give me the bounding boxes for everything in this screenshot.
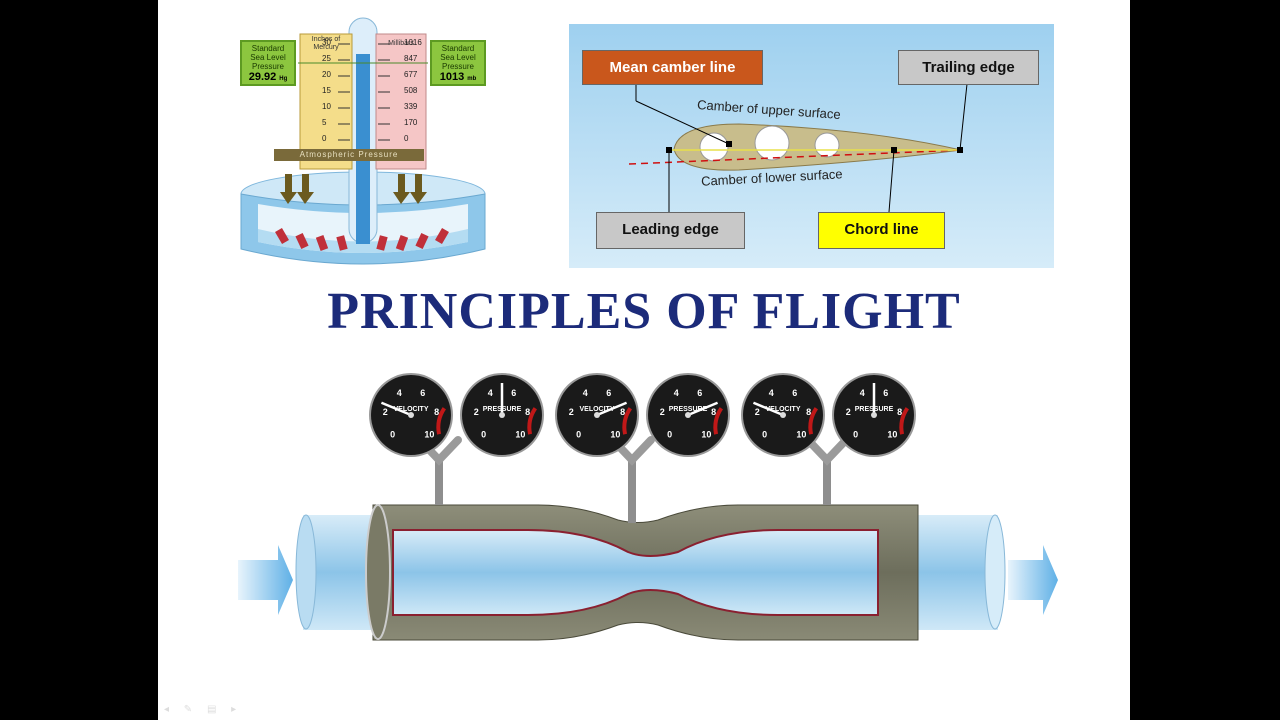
- inches-tick-label: 5: [322, 118, 327, 127]
- gauge-scale-label: 8: [711, 407, 716, 417]
- venturi-illustration: 0246810VELOCITY0246810PRESSURE0246810VEL…: [238, 373, 1058, 641]
- trailing-edge-label: Trailing edge: [898, 50, 1039, 85]
- gauge-scale-label: 4: [674, 388, 679, 398]
- venturi-diagram: 0246810VELOCITY0246810PRESSURE0246810VEL…: [238, 370, 1058, 670]
- inches-tick-label: 15: [322, 86, 331, 95]
- flow-out-arrow: [1008, 545, 1058, 615]
- gauge-scale-label: 8: [620, 407, 625, 417]
- gauge-scale-label: 10: [796, 429, 806, 439]
- gauge-needle: [687, 401, 719, 417]
- gauge-scale-label: 8: [434, 407, 439, 417]
- millibars-tick-label: 0: [404, 134, 409, 143]
- millibars-tick-label: 1016: [404, 38, 422, 47]
- gauge-scale-label: 6: [883, 388, 888, 398]
- gauge-scale-label: 4: [583, 388, 588, 398]
- slide-toolbar-icons: ◂ ✎ ▤ ▸: [164, 704, 243, 715]
- airfoil-illustration: [628, 83, 968, 213]
- gauge-velocity: 0 24 68 10 VELOCITY: [741, 373, 825, 457]
- gauge-label: PRESSURE: [669, 406, 708, 413]
- gauge-scale-label: 0: [390, 429, 395, 439]
- gauge-scale-label: 8: [806, 407, 811, 417]
- gauge-label: VELOCITY: [579, 406, 614, 413]
- gauge-needle: [380, 401, 412, 417]
- gauge-scale-label: 2: [474, 407, 479, 417]
- gauge-scale-label: 2: [569, 407, 574, 417]
- gauge-scale-label: 0: [576, 429, 581, 439]
- gauge-scale-label: 2: [660, 407, 665, 417]
- gauge-scale-label: 6: [420, 388, 425, 398]
- inches-of-mercury-title: Inches of Mercury: [311, 36, 341, 51]
- gauge-velocity: 0 24 68 10 VELOCITY: [369, 373, 453, 457]
- gauge-pressure: 0 24 68 10 PRESSURE: [646, 373, 730, 457]
- pressure-unit: Hg: [279, 76, 288, 82]
- millibars-tick-label: 677: [404, 70, 418, 79]
- gauge-scale-label: 6: [697, 388, 702, 398]
- gauge-scale-label: 4: [397, 388, 402, 398]
- gauge-scale-label: 6: [511, 388, 516, 398]
- barometer-illustration: [240, 17, 486, 265]
- gauge-scale-label: 2: [846, 407, 851, 417]
- gauge-scale-label: 8: [897, 407, 902, 417]
- pressure-unit: mb: [467, 76, 477, 82]
- gauge-label: VELOCITY: [765, 406, 800, 413]
- atmospheric-pressure-band: Atmospheric Pressure: [274, 149, 424, 161]
- millibars-tick-label: 339: [404, 102, 418, 111]
- gauge-scale-label: 6: [606, 388, 611, 398]
- label-line: Sea Level: [440, 53, 476, 62]
- gauge-scale-label: 8: [525, 407, 530, 417]
- gauge-scale-label: 0: [667, 429, 672, 439]
- leading-edge-label: Leading edge: [596, 212, 745, 249]
- inches-tick-label: 30: [322, 38, 331, 47]
- gauge-needle: [752, 401, 784, 417]
- page-title: PRINCIPLES OF FLIGHT: [327, 283, 961, 340]
- millibars-title: Millibars: [388, 40, 414, 47]
- label-line: Standard: [251, 44, 285, 53]
- standard-pressure-mb-label: Standard Sea Level Pressure 1013 mb: [430, 40, 486, 86]
- gauge-scale-label: 4: [488, 388, 493, 398]
- gauge-needle: [596, 401, 628, 417]
- millibars-tick-label: 508: [404, 86, 418, 95]
- gauge-scale-label: 4: [769, 388, 774, 398]
- slide: Standard Sea Level Pressure 29.92 Hg Sta…: [158, 0, 1130, 720]
- chord-line-label: Chord line: [818, 212, 945, 249]
- label-line: Sea Level: [250, 53, 286, 62]
- inches-tick-label: 0: [322, 134, 327, 143]
- gauge-scale-label: 0: [762, 429, 767, 439]
- gauge-scale-label: 4: [860, 388, 865, 398]
- label-line: Pressure: [251, 62, 284, 71]
- millibars-tick-label: 170: [404, 118, 418, 127]
- gauge-scale-label: 10: [610, 429, 620, 439]
- standard-pressure-hg-label: Standard Sea Level Pressure 29.92 Hg: [240, 40, 296, 86]
- flow-in-arrow: [238, 545, 293, 615]
- inches-tick-label: 20: [322, 70, 331, 79]
- mean-camber-line-label: Mean camber line: [582, 50, 763, 85]
- inches-tick-label: 25: [322, 54, 331, 63]
- airfoil-diagram: Mean camber line Trailing edge Leading e…: [569, 24, 1054, 268]
- gauge-scale-label: 10: [515, 429, 525, 439]
- label-line: Pressure: [441, 62, 474, 71]
- gauge-scale-label: 10: [424, 429, 434, 439]
- gauge-scale-label: 2: [383, 407, 388, 417]
- pressure-mb-value: 1013: [439, 71, 465, 83]
- gauge-scale-label: 6: [792, 388, 797, 398]
- millibars-tick-label: 847: [404, 54, 418, 63]
- label-line: Standard: [441, 44, 475, 53]
- barometer-diagram: Standard Sea Level Pressure 29.92 Hg Sta…: [238, 14, 488, 270]
- gauge-label: VELOCITY: [393, 406, 428, 413]
- gauge-scale-label: 10: [701, 429, 711, 439]
- gauge-scale-label: 2: [755, 407, 760, 417]
- gauge-scale-label: 10: [887, 429, 897, 439]
- pressure-hg-value: 29.92: [248, 71, 277, 83]
- gauge-scale-label: 0: [853, 429, 858, 439]
- gauge-scale-label: 0: [481, 429, 486, 439]
- inches-tick-label: 10: [322, 102, 331, 111]
- gauge-velocity: 0 24 68 10 VELOCITY: [555, 373, 639, 457]
